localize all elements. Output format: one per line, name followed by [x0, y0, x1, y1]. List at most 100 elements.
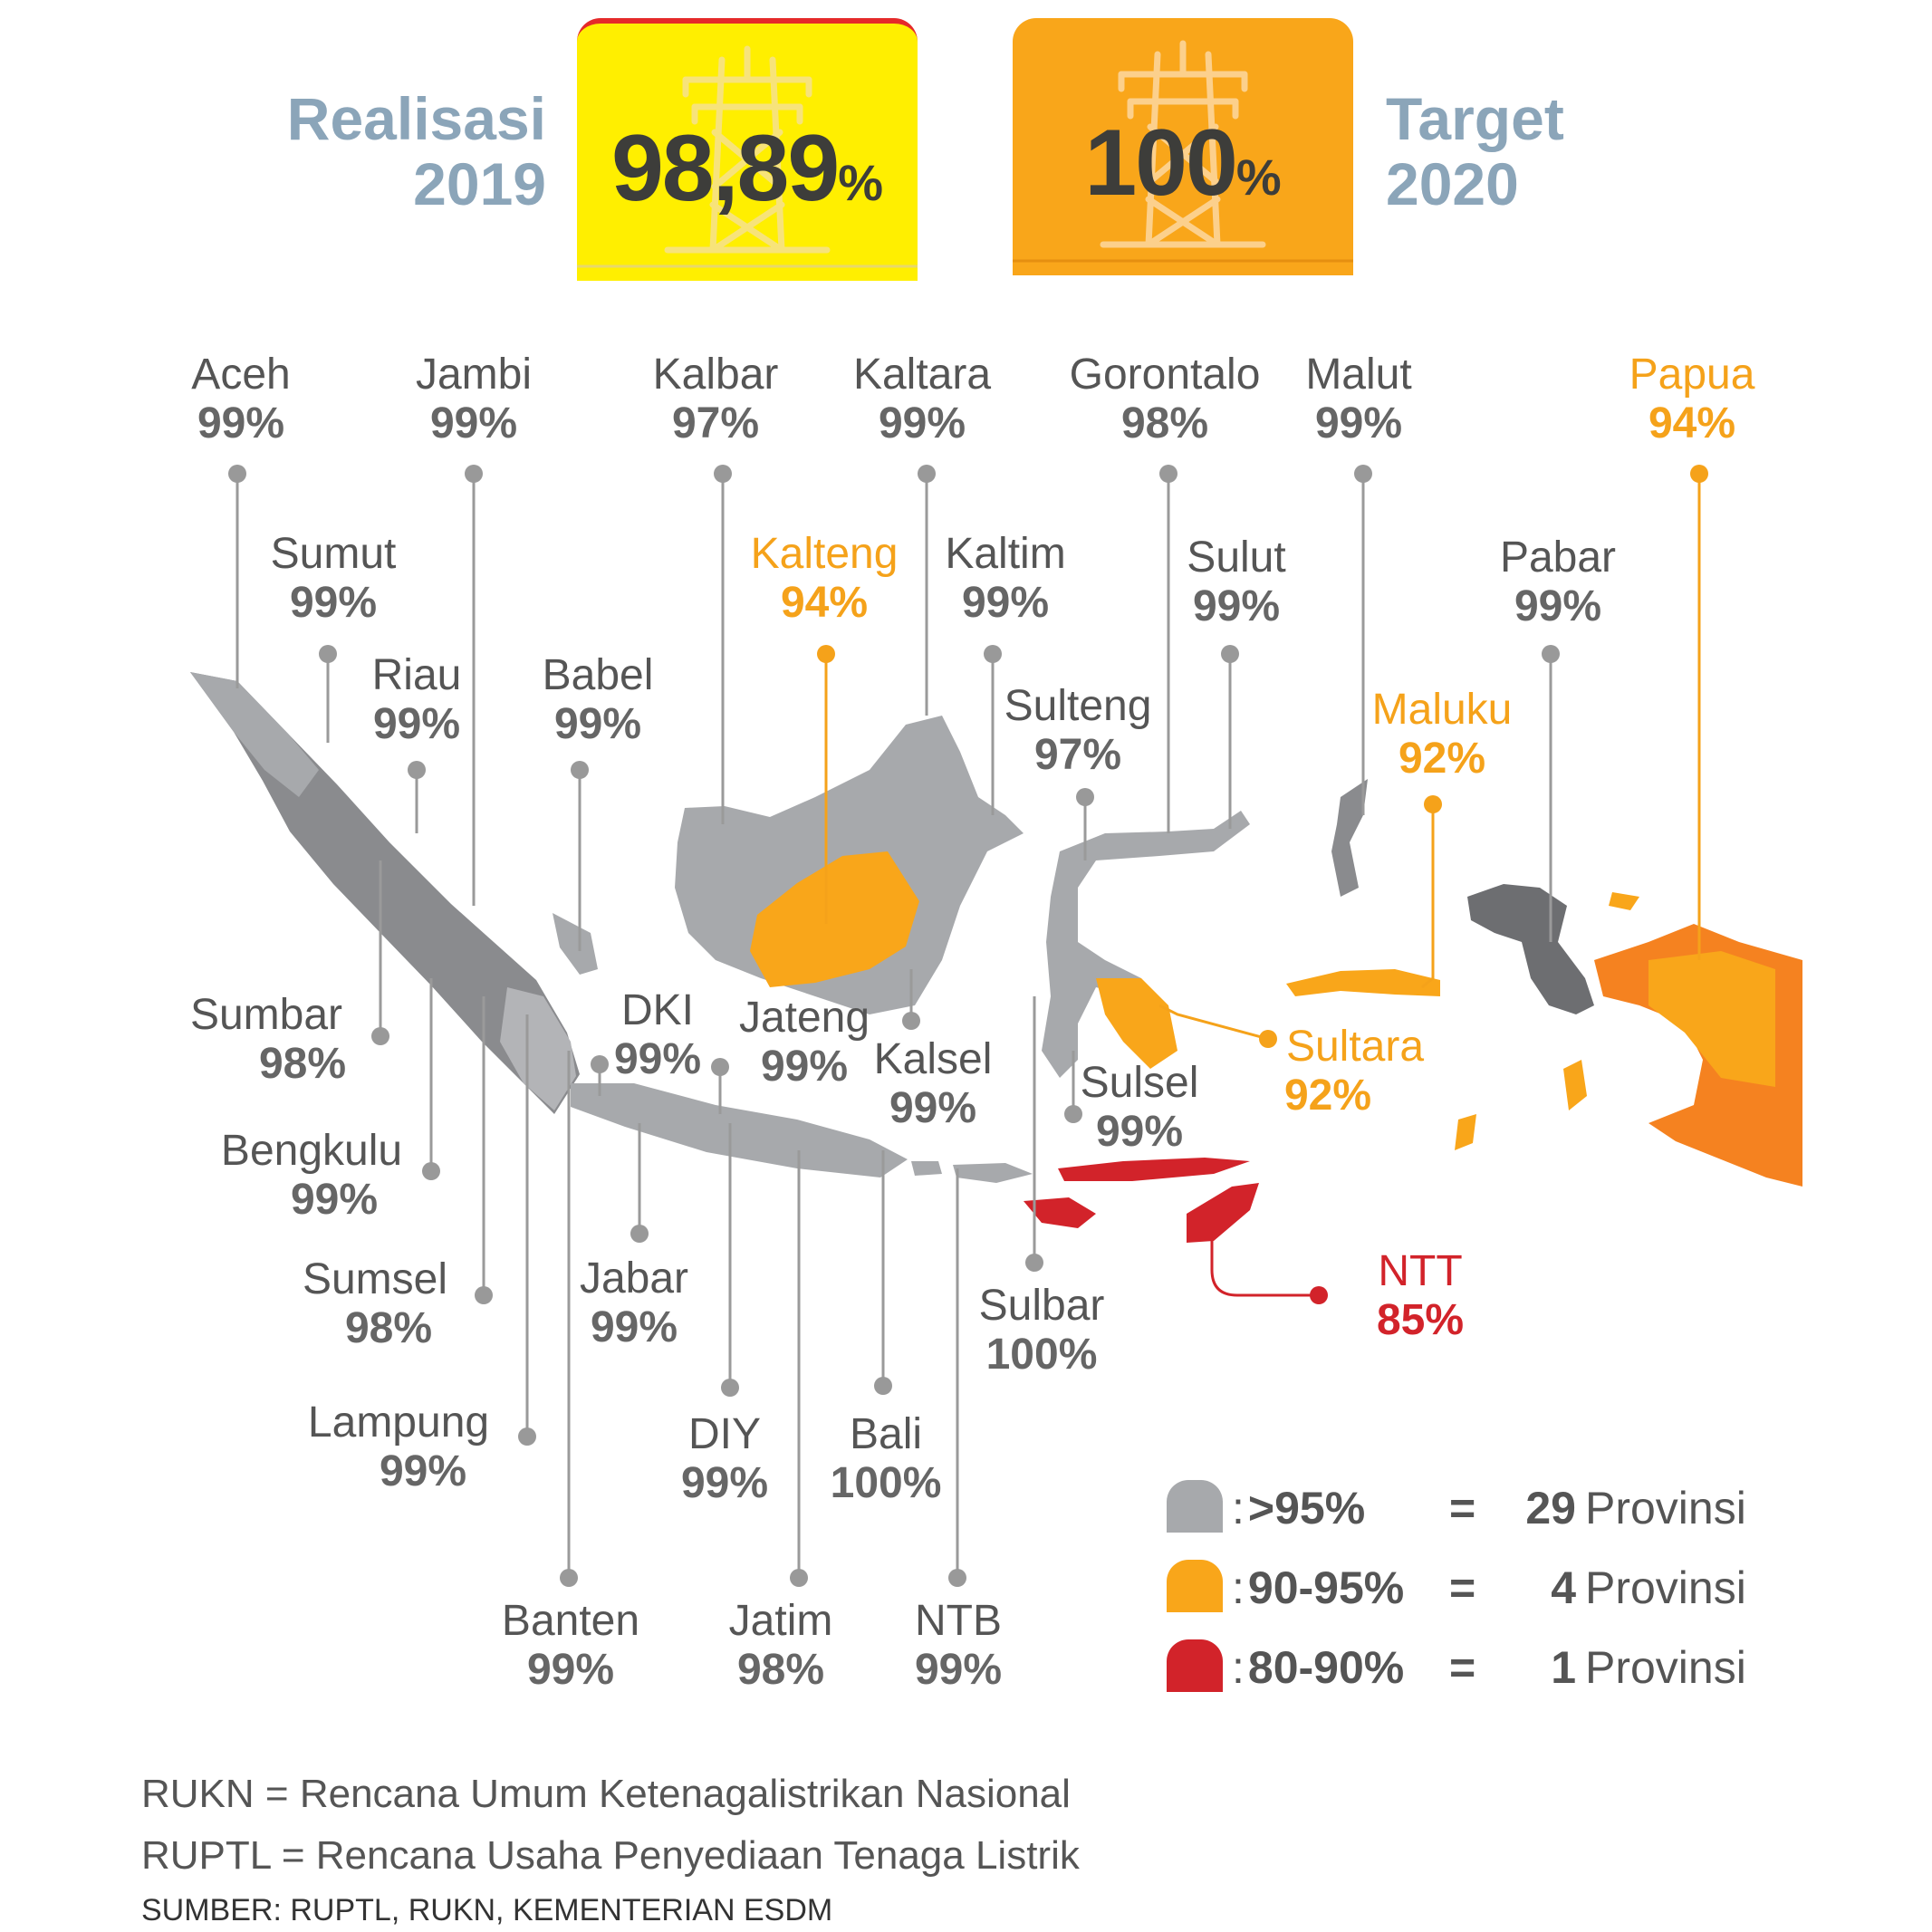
region-bali — [911, 1161, 942, 1176]
province-value: 99% — [961, 579, 1050, 627]
province-value: 99% — [914, 1646, 1003, 1694]
province-name: Kalteng — [750, 530, 899, 578]
province-name: Lampung — [307, 1399, 490, 1447]
province-name: Banten — [501, 1597, 640, 1645]
target-label: Target 2020 — [1386, 89, 1564, 214]
legend-range: 80-90% — [1232, 1641, 1404, 1694]
province-value: 99% — [680, 1459, 769, 1507]
province-name: Pabar — [1499, 533, 1617, 582]
region-ntt-timor — [1187, 1183, 1259, 1243]
legend-equals: = — [1449, 1483, 1476, 1533]
province-name: Riau — [371, 651, 462, 699]
realisasi-box: 98,89% — [577, 18, 918, 281]
province-value: 98% — [344, 1304, 433, 1352]
footer-source: SUMBER: RUPTL, RUKN, KEMENTERIAN ESDM — [141, 1893, 833, 1927]
province-value: 99% — [289, 579, 378, 627]
footer-ruptl-definition: RUPTL = Rencana Usaha Penyediaan Tenaga … — [141, 1833, 1080, 1878]
province-value: 97% — [1033, 731, 1122, 779]
province-name: Kalsel — [873, 1035, 993, 1083]
province-name: Kalbar — [652, 351, 779, 399]
footer-rukn-definition: RUKN = Rencana Umum Ketenagalistrikan Na… — [141, 1772, 1071, 1816]
realisasi-label: Realisasi 2019 — [287, 89, 546, 214]
province-value: 99% — [878, 399, 966, 447]
province-value: 99% — [760, 1043, 849, 1091]
province-name: Sumsel — [302, 1255, 448, 1303]
province-value: 99% — [613, 1035, 702, 1083]
legend-unit: Provinsi — [1585, 1562, 1746, 1613]
province-name: Sumut — [270, 530, 397, 578]
province-value: 98% — [1120, 399, 1209, 447]
region-sultara — [1096, 978, 1177, 1069]
target-box: 100% — [1013, 18, 1353, 275]
province-name: Bali — [849, 1410, 923, 1458]
province-name: Kaltara — [852, 351, 992, 399]
province-name: Gorontalo — [1069, 351, 1261, 399]
province-value: 97% — [671, 399, 760, 447]
region-ntb — [953, 1163, 1033, 1183]
region-pabar — [1467, 884, 1594, 1014]
province-name: Aceh — [191, 351, 291, 399]
target-label-text: Target — [1386, 85, 1564, 152]
region-malut — [1331, 779, 1368, 897]
region-java — [571, 1083, 908, 1177]
callout-dots — [228, 465, 1708, 1587]
region-ntt-sumba — [1024, 1197, 1096, 1228]
realisasi-unit: % — [838, 154, 884, 211]
callout-lines-red — [1210, 1214, 1319, 1297]
realisasi-year: 2019 — [413, 150, 546, 217]
province-value: 99% — [379, 1447, 467, 1495]
province-name: Sulbar — [978, 1282, 1105, 1330]
target-unit: % — [1235, 149, 1282, 206]
province-value: 99% — [889, 1084, 977, 1132]
legend-count: 1 — [1551, 1642, 1576, 1693]
region-maluku-south — [1455, 1114, 1476, 1150]
province-value: 100% — [985, 1331, 1098, 1379]
region-sumatra-south — [500, 987, 576, 1110]
region-papua-islands — [1609, 892, 1639, 910]
region-bangka — [553, 913, 598, 975]
legend-count: 29 — [1525, 1483, 1576, 1533]
province-value: 99% — [1314, 399, 1403, 447]
province-value: 99% — [526, 1646, 615, 1694]
legend-unit: Provinsi — [1585, 1483, 1746, 1533]
region-ntt-flores — [1058, 1158, 1250, 1181]
legend-range: 90-95% — [1232, 1562, 1404, 1614]
province-name: Maluku — [1371, 686, 1513, 734]
province-value: 92% — [1283, 1072, 1372, 1120]
province-value: 98% — [736, 1646, 825, 1694]
legend-equals: = — [1449, 1642, 1476, 1693]
legend-range: >95% — [1232, 1482, 1365, 1534]
province-name: Sultara — [1285, 1023, 1425, 1071]
province-name: Jabar — [579, 1254, 689, 1302]
region-maluku — [1286, 969, 1440, 996]
legend-equals: = — [1449, 1562, 1476, 1613]
province-value: 99% — [1095, 1108, 1184, 1156]
legend-count: 4 — [1551, 1562, 1576, 1613]
legend-swatch — [1167, 1560, 1223, 1612]
province-value: 99% — [290, 1176, 379, 1224]
